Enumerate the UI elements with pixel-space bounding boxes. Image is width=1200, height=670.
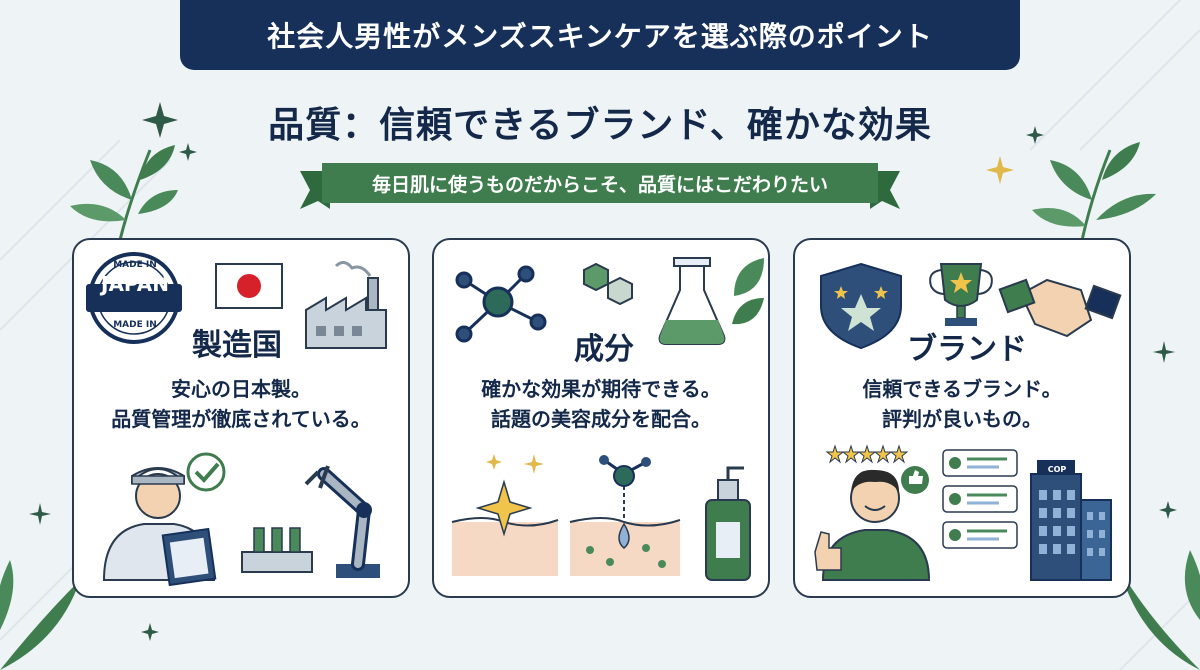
card-manufacturing-country: JAPAN MADE IN MADE IN 製造国 安心の日本製。 品質管理が徹… (72, 238, 410, 598)
japan-flag-icon (215, 263, 283, 309)
page-title: 社会人男性がメンズスキンケアを選ぶ際のポイント (267, 20, 933, 53)
leaf-branch-left-icon (70, 145, 178, 240)
sparkle-icon (142, 102, 178, 138)
sparkle-icon (1159, 501, 1177, 519)
card-title: ブランド (907, 332, 1027, 367)
ingredient-illustration (455, 257, 764, 345)
leaf-icon (732, 258, 764, 325)
shield-icon (820, 262, 902, 350)
card-description-line: 評判が良いもの。 (882, 407, 1042, 431)
pump-bottle-icon (705, 466, 751, 581)
review-cards-icon (942, 449, 1018, 549)
leaf-branch-right-icon (1032, 142, 1156, 250)
check-circle-icon (186, 452, 226, 492)
sparkle-icon (141, 623, 159, 641)
sparkle-icon (29, 503, 51, 525)
card-description: 信頼できるブランド。 評判が良いもの。 (795, 374, 1129, 434)
quality-control-illustration (102, 452, 380, 587)
building-sign: COP (1047, 465, 1067, 474)
card-description-line: 信頼できるブランド。 (862, 377, 1062, 401)
flask-icon (658, 257, 726, 345)
ribbon-text: 毎日肌に使うものだからこそ、品質にはこだわりたい (371, 173, 828, 196)
inspector-person-icon (102, 467, 217, 587)
card-title: 製造国 (192, 328, 282, 363)
stamp-japan-text: JAPAN (101, 272, 169, 296)
company-building-icon (1030, 460, 1112, 581)
header-banner: 社会人男性がメンズスキンケアを選ぶ際のポイント (180, 0, 1020, 70)
serum-drop-icon (569, 455, 681, 576)
leaf-bottom-right-icon (1120, 550, 1200, 670)
made-in-japan-stamp-icon (86, 252, 182, 344)
card-description-line: 品質管理が徹底されている。 (111, 407, 371, 431)
sparkle-icon (179, 143, 197, 161)
brand-illustration (820, 262, 1122, 350)
ribbon-banner: 毎日肌に使うものだからこそ、品質にはこだわりたい (300, 163, 900, 209)
thumbs-up-bubble-icon (901, 466, 929, 494)
sparkle-icon (1026, 126, 1044, 144)
five-stars-rating-icon (825, 444, 909, 464)
card-description-line: 話題の美容成分を配合。 (491, 407, 711, 431)
card-description-line: 安心の日本製。 (171, 377, 311, 401)
robot-arm-icon (241, 465, 380, 578)
sparkle-icon (986, 156, 1014, 184)
stamp-made-in-top: MADE IN (113, 260, 157, 270)
skin-layer-icon (451, 454, 559, 576)
handshake-icon (998, 278, 1122, 338)
card-title: 成分 (574, 332, 634, 367)
card-ingredients: 成分 確かな効果が期待できる。 話題の美容成分を配合。 (432, 238, 770, 598)
skin-absorption-illustration (451, 454, 751, 581)
japan-illustration (86, 252, 387, 349)
trophy-icon (929, 263, 993, 326)
card-description: 安心の日本製。 品質管理が徹底されている。 (74, 374, 408, 434)
stamp-made-in-bottom: MADE IN (113, 320, 157, 330)
card-description-line: 確かな効果が期待できる。 (481, 377, 721, 401)
leaf-bottom-left-icon (0, 560, 80, 670)
happy-man-thumbs-up-icon (814, 469, 931, 581)
sparkle-icon (1153, 341, 1175, 363)
molecule-icon (455, 265, 547, 343)
card-brand: ブランド 信頼できるブランド。 評判が良いもの。 (793, 238, 1131, 598)
factory-icon (305, 261, 387, 349)
reputation-illustration (814, 444, 1112, 581)
card-description: 確かな効果が期待できる。 話題の美容成分を配合。 (434, 374, 768, 434)
hexagon-structure-icon (583, 262, 633, 306)
section-heading: 品質：信頼できるブランド、確かな効果 (268, 105, 932, 146)
